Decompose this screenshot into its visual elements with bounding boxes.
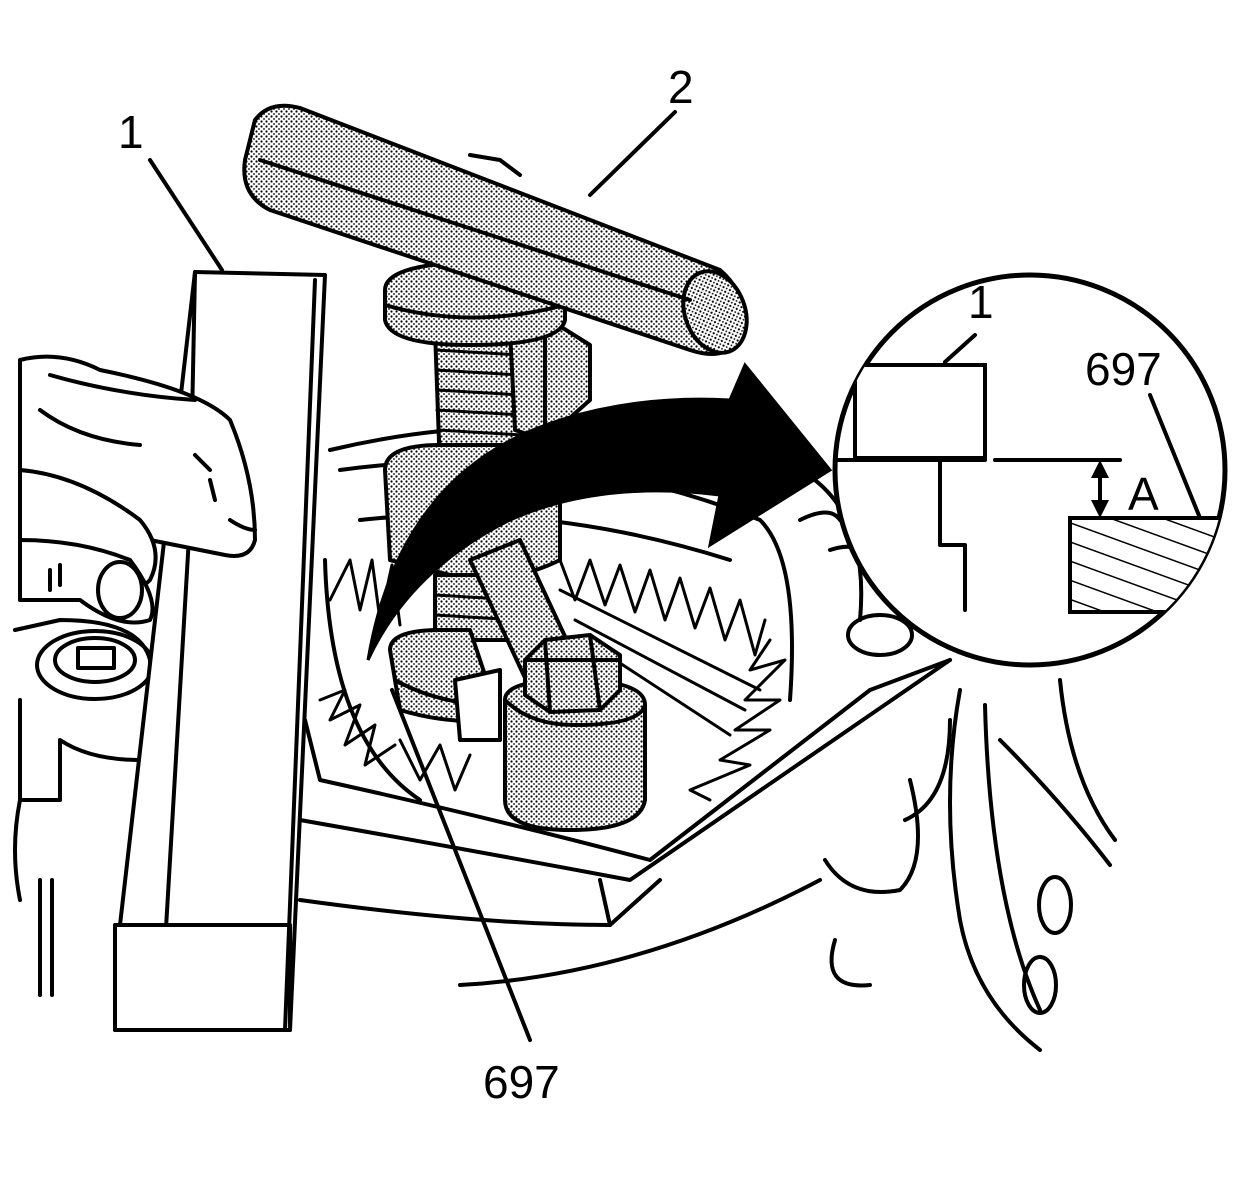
leader-lines [148,110,677,1042]
inset-gear-section [1068,516,1225,614]
inset-detail [832,272,1228,668]
callout-dimension-a: A [1128,468,1159,520]
housing [13,424,1117,1052]
callout-ring-gear: 697 [483,1056,560,1108]
callout-straightedge: 1 [118,106,144,158]
shaft-threads [434,348,525,457]
technician-hand [18,354,257,625]
callout-tool: 2 [668,61,694,113]
direction-arrow [366,362,833,661]
inset-straightedge-block [853,363,987,460]
callout-inset-gear: 697 [1085,343,1162,395]
callout-inset-straightedge: 1 [968,276,994,328]
